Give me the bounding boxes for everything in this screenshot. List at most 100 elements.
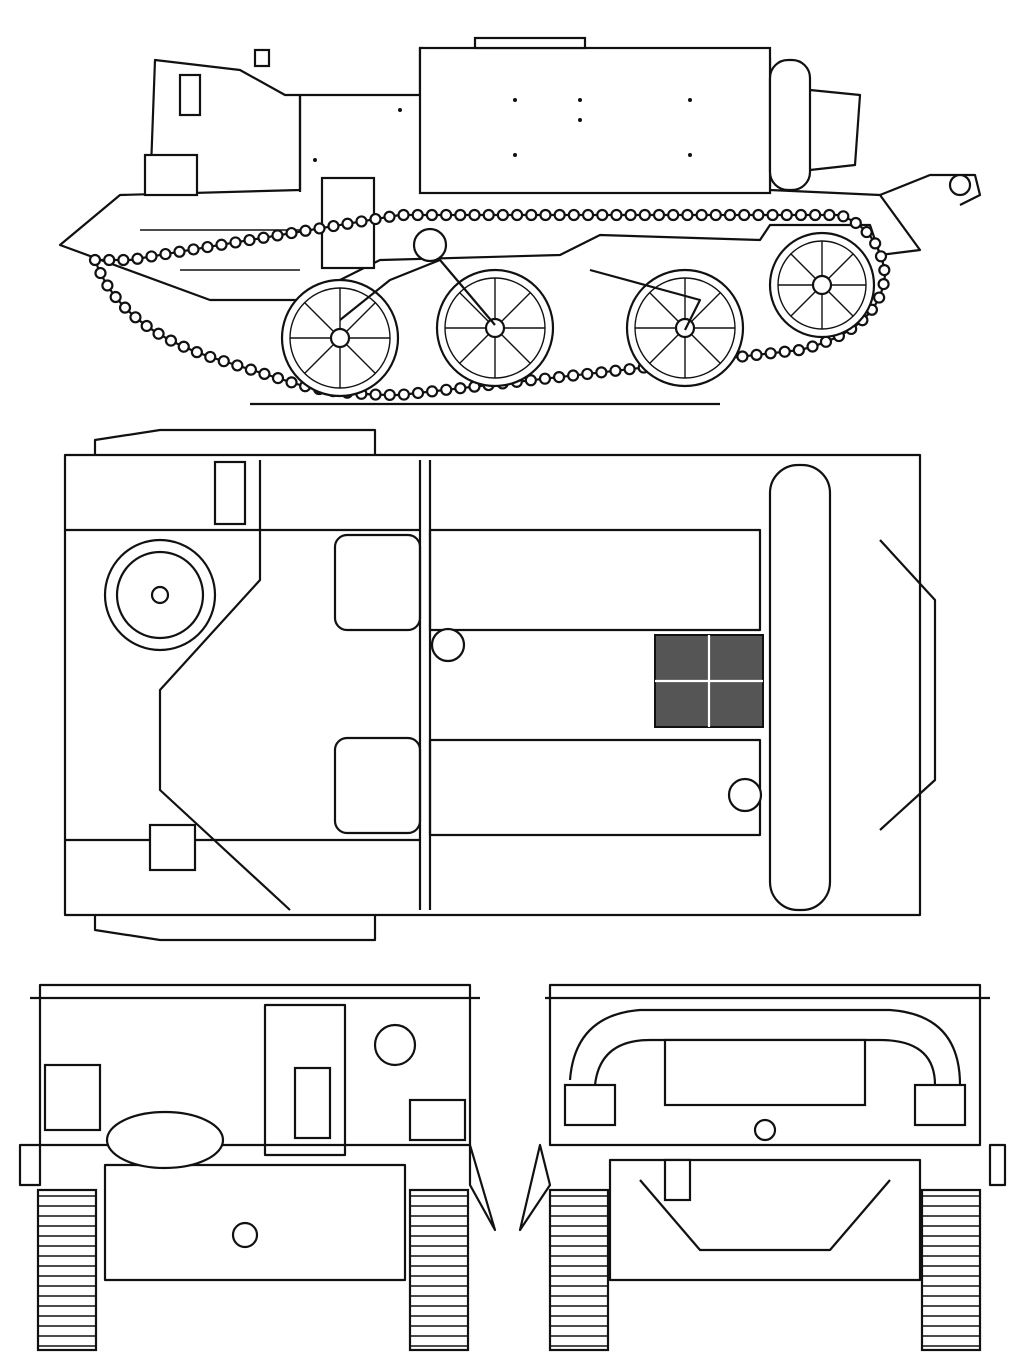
track-link	[709, 208, 722, 222]
track-link	[327, 219, 340, 233]
track-link	[849, 216, 862, 230]
track-link	[164, 334, 178, 347]
track-link	[229, 236, 242, 249]
track-link	[496, 208, 509, 222]
top-view	[63, 428, 937, 942]
track-link	[567, 369, 580, 382]
track-link	[411, 208, 424, 222]
track-end	[920, 1188, 982, 1352]
track-link	[750, 348, 763, 361]
track-link	[244, 363, 257, 376]
track-link	[173, 245, 186, 258]
track-link	[553, 208, 566, 222]
track-link	[837, 210, 850, 223]
track-link	[525, 208, 538, 222]
rear-view	[518, 983, 1007, 1352]
track-link	[201, 240, 214, 254]
track-link	[243, 233, 256, 247]
track-link	[129, 311, 142, 324]
road-wheel	[280, 278, 400, 398]
rear-exhaust-pipe	[568, 1008, 962, 1086]
track-link	[878, 263, 891, 277]
track-link	[88, 253, 102, 267]
track-link	[524, 374, 537, 387]
track-link	[117, 253, 130, 267]
track-link	[159, 247, 172, 261]
track-link	[752, 208, 765, 222]
track-link	[411, 386, 425, 400]
front-lower-hull	[103, 1163, 407, 1282]
track-link	[217, 355, 230, 368]
top-spare-wheel	[103, 538, 217, 652]
track-link	[809, 208, 822, 222]
track-link	[285, 226, 298, 240]
track-link	[101, 279, 114, 292]
track-link	[397, 388, 411, 401]
track-link	[257, 231, 270, 244]
track-link	[595, 366, 608, 379]
track-link	[258, 367, 271, 380]
drive-sprocket	[768, 231, 876, 339]
track-link	[271, 229, 284, 242]
track-link	[440, 383, 453, 396]
track-link	[369, 388, 382, 401]
track-link	[638, 208, 651, 222]
track-link	[623, 363, 636, 376]
track-link	[695, 208, 708, 222]
track-link	[118, 301, 132, 314]
track-link	[819, 335, 833, 348]
top-stowage-roll	[768, 463, 832, 912]
suspension-springs	[339, 227, 702, 331]
track-link	[383, 388, 396, 402]
side-hull	[58, 36, 982, 302]
track-link	[652, 208, 666, 222]
top-hull-outline	[63, 453, 922, 917]
track-link	[426, 385, 439, 398]
track-end	[548, 1188, 610, 1352]
track-link	[539, 208, 552, 222]
track-link	[177, 340, 190, 353]
track-link	[609, 364, 622, 377]
track-link	[874, 250, 888, 263]
track-link	[103, 253, 116, 267]
track-link	[581, 367, 594, 381]
top-grille	[654, 634, 764, 728]
track-link	[190, 346, 203, 359]
track-end	[36, 1188, 98, 1352]
track-link	[109, 290, 122, 304]
track-link	[723, 208, 737, 222]
track-link	[313, 222, 326, 235]
track-link	[468, 208, 481, 222]
track-link	[567, 208, 580, 222]
front-upper-hull	[38, 983, 472, 1147]
track-link	[355, 215, 368, 228]
track-link	[231, 359, 244, 372]
track-link	[204, 350, 217, 364]
front-spare-wheel	[105, 1110, 225, 1170]
track-link	[152, 327, 165, 340]
track-link	[454, 208, 467, 222]
track-link	[145, 250, 158, 263]
track-link	[869, 237, 882, 250]
track-link	[610, 208, 623, 222]
track-link	[738, 208, 751, 222]
track-link	[215, 238, 228, 251]
track-link	[792, 344, 805, 357]
track-link	[794, 208, 808, 222]
track-link	[823, 208, 836, 222]
track-end	[408, 1188, 470, 1352]
track-link	[778, 345, 791, 358]
track-link	[860, 225, 873, 239]
track-link	[764, 347, 777, 360]
front-view	[18, 983, 497, 1352]
track-link	[736, 350, 749, 363]
rear-tracks	[548, 1188, 982, 1352]
track-link	[271, 372, 285, 385]
track-link	[681, 208, 694, 222]
track-link	[341, 217, 354, 230]
track-link	[440, 208, 453, 222]
track-link	[873, 291, 886, 304]
rear-tow-hook	[753, 1118, 777, 1142]
track-link	[140, 319, 153, 333]
track-link	[94, 266, 107, 280]
